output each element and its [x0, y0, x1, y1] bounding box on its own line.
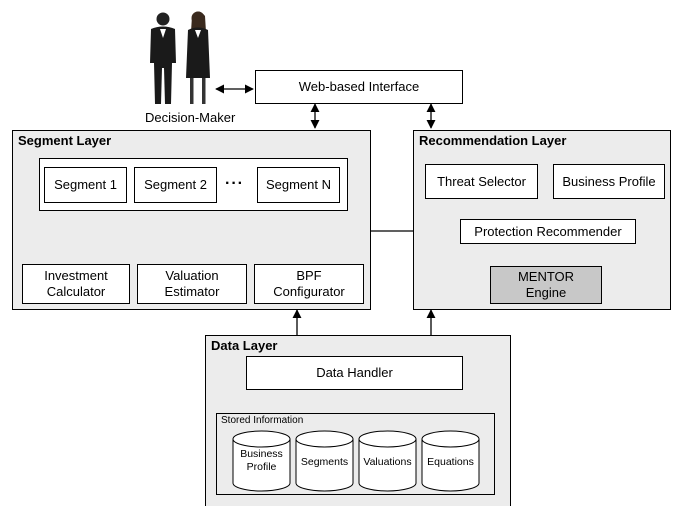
- store-valuations: Valuations: [358, 430, 417, 492]
- segment-n-box: Segment N: [257, 167, 340, 203]
- valuation-estimator-box: Valuation Estimator: [137, 264, 247, 304]
- segments-ellipsis: ···: [225, 175, 244, 192]
- data-handler-box: Data Handler: [246, 356, 463, 390]
- web-interface-box: Web-based Interface: [255, 70, 463, 104]
- segment-2-box: Segment 2: [134, 167, 217, 203]
- business-people-icon: [145, 8, 220, 113]
- investment-calculator-box: Investment Calculator: [22, 264, 130, 304]
- store-valuations-label: Valuations: [363, 456, 412, 468]
- threat-selector-box: Threat Selector: [425, 164, 538, 199]
- decision-maker-label: Decision-Maker: [145, 110, 236, 125]
- store-equations: Equations: [421, 430, 480, 492]
- mentor-engine-box: MENTOR Engine: [490, 266, 602, 304]
- stored-information-group: Stored Information: [216, 413, 495, 495]
- business-profile-box: Business Profile: [553, 164, 665, 199]
- segment-1-box: Segment 1: [44, 167, 127, 203]
- store-segments-label: Segments: [300, 456, 349, 468]
- store-business-profile-label: Business Profile: [240, 448, 283, 473]
- recommendation-layer-title: Recommendation Layer: [419, 133, 567, 148]
- stored-information-label: Stored Information: [221, 415, 304, 426]
- store-equations-label: Equations: [427, 456, 474, 468]
- store-business-profile: Business Profile: [232, 430, 291, 492]
- data-layer-title: Data Layer: [211, 338, 278, 353]
- segment-layer-title: Segment Layer: [18, 133, 112, 148]
- bpf-configurator-box: BPF Configurator: [254, 264, 364, 304]
- store-segments: Segments: [295, 430, 354, 492]
- protection-recommender-box: Protection Recommender: [460, 219, 636, 244]
